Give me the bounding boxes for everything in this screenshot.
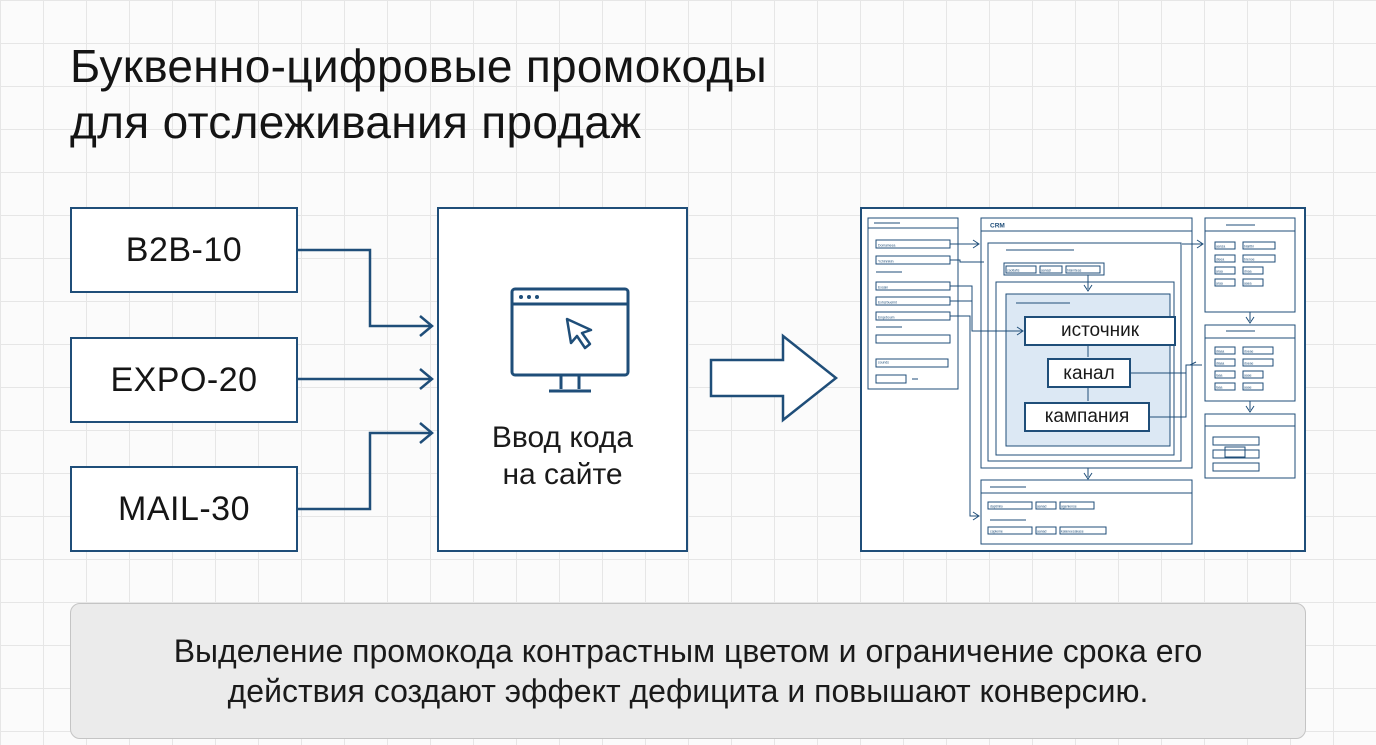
arrowhead <box>419 315 434 337</box>
crm-bottom-block <box>980 479 1192 544</box>
website-label-line-2: на сайте <box>502 458 623 491</box>
website-label-line-1: Ввод кода <box>491 421 634 454</box>
connector-mail <box>298 431 430 511</box>
svg-text:aanasl: aanasl <box>1041 268 1051 272</box>
svg-text:daptmiio: daptmiio <box>990 504 1003 508</box>
svg-text:laaa: laaa <box>1216 385 1223 389</box>
monitor-cursor-icon <box>510 287 630 393</box>
big-arrow-icon <box>709 333 839 423</box>
crm-inner-block <box>987 242 1181 461</box>
svg-text:aaea: aaea <box>1244 281 1252 285</box>
crm-field-label-source: источник <box>1060 320 1139 341</box>
svg-text:kalaneesakase: kalaneesakase <box>1061 529 1084 533</box>
crm-main-block <box>980 217 1192 468</box>
svg-text:aaae: aaae <box>1244 385 1252 389</box>
svg-text:Exsain: Exsain <box>878 285 888 289</box>
form-field <box>875 358 948 367</box>
svg-text:capleme: capleme <box>990 529 1003 533</box>
title-line-1: Буквенно-цифровые промокоды <box>70 40 767 92</box>
svg-text:araa: araa <box>1216 281 1223 285</box>
left-form-panel <box>867 217 958 389</box>
right-panel-bottom <box>1204 413 1295 478</box>
promo-code-box-expo: EXPO-20 <box>70 337 298 423</box>
right-panel-top <box>1204 217 1295 312</box>
svg-text:Domaineea: Domaineea <box>878 243 895 247</box>
website-label: Ввод кода на сайте <box>439 419 686 493</box>
svg-text:blainiteas: blainiteas <box>1067 268 1082 272</box>
promo-code-box-mail: MAIL-30 <box>70 466 298 552</box>
note-line-2: действия создают эффект дефицита и повыш… <box>227 673 1149 709</box>
svg-text:brenoe: brenoe <box>1244 257 1255 261</box>
promo-code-label: MAIL-30 <box>118 489 250 528</box>
crm-field-source <box>1023 315 1176 346</box>
crm-panel: Domaineea Ychinnikin Exsain Exhcrbueiint… <box>860 207 1306 552</box>
form-field <box>875 374 906 383</box>
svg-text:caotlafis: caotlafis <box>1007 268 1020 272</box>
svg-text:doeae: doeae <box>1244 349 1254 353</box>
svg-text:doeae: doeae <box>1244 361 1254 365</box>
svg-text:dnaa: dnaa <box>1244 269 1252 273</box>
promo-code-box-b2b: B2B-10 <box>70 207 298 293</box>
note-line-1: Выделение промокода контрастным цветом и… <box>173 633 1203 669</box>
svg-text:dieea: dieea <box>1216 257 1224 261</box>
svg-text:Ychinnikin: Ychinnikin <box>878 259 894 263</box>
connector-b2b <box>298 248 430 328</box>
promo-code-label: B2B-10 <box>125 230 243 269</box>
crm-field-label-campaign: кампания <box>1044 406 1129 427</box>
crm-field-label-channel: канал <box>1063 363 1114 384</box>
page-title: Буквенно-цифровые промокоды для отслежив… <box>70 38 970 150</box>
svg-text:aanad: aanad <box>1037 504 1047 508</box>
info-note: Выделение промокода контрастным цветом и… <box>70 603 1306 739</box>
svg-text:aanza: aanza <box>1216 244 1225 248</box>
svg-text:aaae: aaae <box>1244 373 1252 377</box>
svg-text:ageniense: ageniense <box>1061 504 1077 508</box>
crm-schematic: Domaineea Ychinnikin Exsain Exhcrbueiint… <box>867 217 1295 544</box>
svg-text:Exhcrbueiint: Exhcrbueiint <box>878 300 897 304</box>
website-box: Ввод кода на сайте <box>437 207 688 552</box>
svg-text:diaaa: diaaa <box>1216 349 1224 353</box>
svg-text:laaa: laaa <box>1216 373 1223 377</box>
arrowhead <box>419 422 434 444</box>
svg-text:blailtbr: blailtbr <box>1244 244 1255 248</box>
svg-text:araa: araa <box>1216 269 1223 273</box>
promo-code-label: EXPO-20 <box>110 360 258 399</box>
svg-text:sounds: sounds <box>878 360 889 364</box>
form-field <box>875 334 950 343</box>
crm-title: CRM <box>990 222 1005 229</box>
svg-text:Enqeboum: Enqeboum <box>878 315 895 319</box>
svg-text:diaaa: diaaa <box>1216 361 1224 365</box>
arrowhead <box>419 368 434 390</box>
svg-text:aanad: aanad <box>1037 529 1047 533</box>
title-line-2: для отслеживания продаж <box>70 96 642 148</box>
